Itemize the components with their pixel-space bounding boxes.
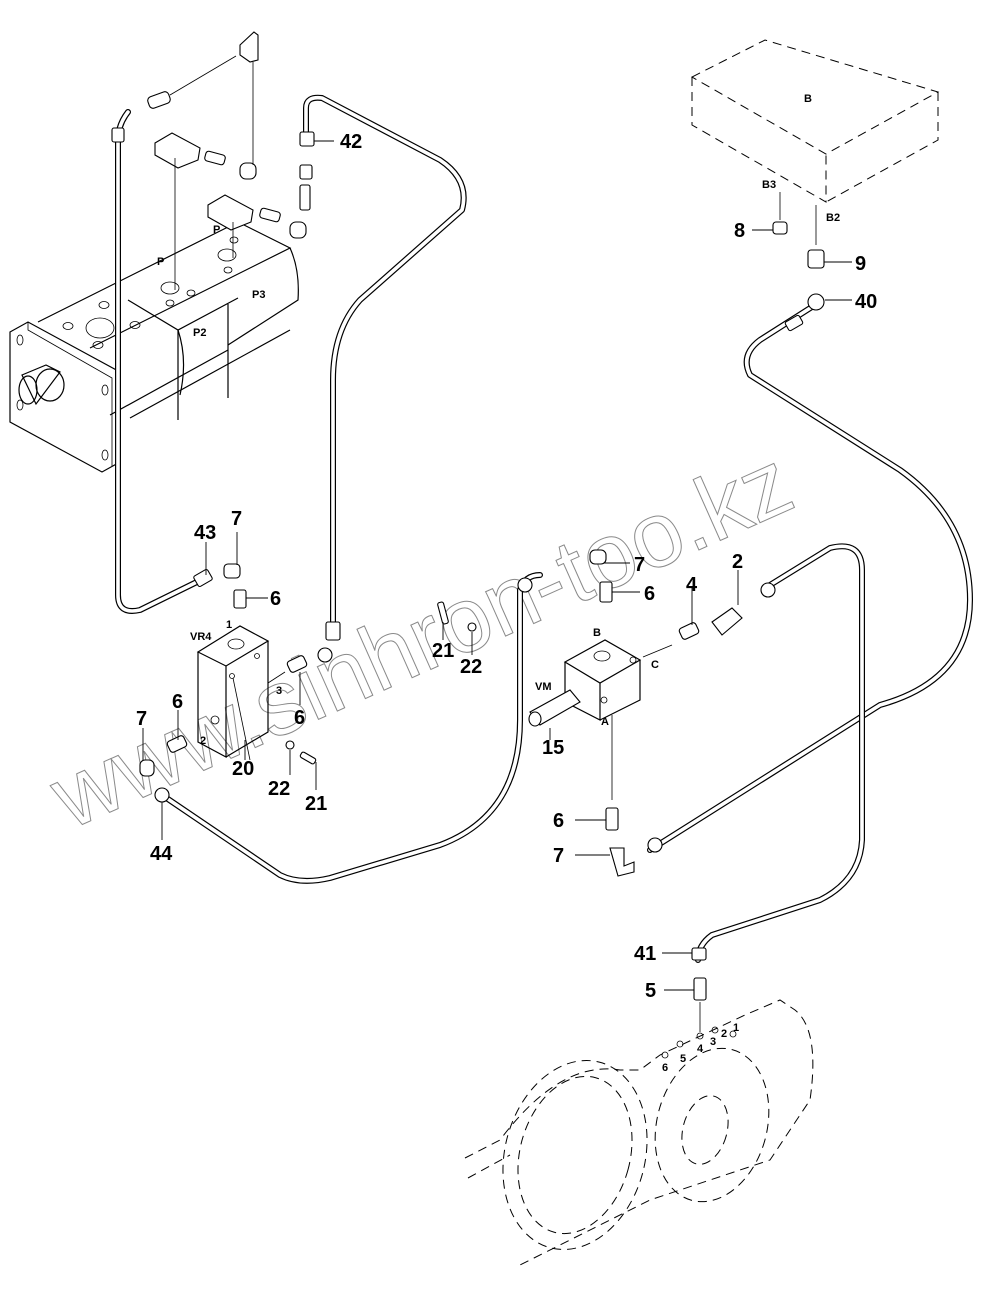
callout-21: 21 bbox=[432, 640, 454, 662]
block-port-b2: B2 bbox=[826, 212, 840, 224]
vr4-port-1: 1 bbox=[226, 619, 232, 631]
callout-6: 6 bbox=[294, 707, 305, 729]
callout-41: 41 bbox=[634, 943, 656, 965]
valve-vm: VM B C A bbox=[437, 549, 743, 877]
callout-22: 22 bbox=[460, 656, 482, 678]
callout-7: 7 bbox=[231, 508, 242, 530]
callout-22: 22 bbox=[268, 778, 290, 800]
callout-21: 21 bbox=[305, 793, 327, 815]
housing-port-1: 1 bbox=[733, 1022, 739, 1034]
callout-leaders bbox=[142, 140, 852, 991]
callout-42: 42 bbox=[340, 131, 362, 153]
pump-port-p2: P bbox=[213, 224, 220, 236]
callout-7: 7 bbox=[634, 554, 645, 576]
callout-6: 6 bbox=[172, 691, 183, 713]
callout-6: 6 bbox=[553, 810, 564, 832]
callout-2: 2 bbox=[732, 551, 743, 573]
vm-port-b: B bbox=[593, 627, 601, 639]
vr4-label: VR4 bbox=[190, 631, 212, 643]
vr4-port-3: 3 bbox=[276, 685, 282, 697]
callout-20: 20 bbox=[232, 758, 254, 780]
callout-5: 5 bbox=[645, 980, 656, 1002]
callout-7: 7 bbox=[553, 845, 564, 867]
watermark-text: www.sinhron-too.kz bbox=[36, 431, 807, 849]
callout-8: 8 bbox=[734, 220, 745, 242]
watermark: www.sinhron-too.kz bbox=[35, 430, 807, 849]
transmission-housing: 1 2 3 4 5 6 bbox=[464, 977, 814, 1266]
housing-port-2: 2 bbox=[721, 1028, 727, 1040]
callout-44: 44 bbox=[150, 843, 173, 865]
block-b-label: B bbox=[804, 93, 812, 105]
callout-6: 6 bbox=[644, 583, 655, 605]
callout-15: 15 bbox=[542, 737, 564, 759]
housing-port-6: 6 bbox=[662, 1062, 668, 1074]
vm-port-a: A bbox=[601, 716, 609, 728]
pump-section-p2: P2 bbox=[193, 327, 206, 339]
housing-port-5: 5 bbox=[680, 1053, 686, 1065]
pump-port-p1: P bbox=[157, 256, 164, 268]
callout-40: 40 bbox=[855, 291, 877, 313]
housing-port-4: 4 bbox=[697, 1043, 704, 1055]
callout-6: 6 bbox=[270, 588, 281, 610]
hydraulic-pump: P P P2 P3 bbox=[9, 31, 313, 473]
callout-numbers: 42 8 9 40 43 7 6 6 6 7 20 22 21 44 21 22… bbox=[136, 131, 877, 1002]
vm-port-c: C bbox=[651, 659, 659, 671]
callout-7: 7 bbox=[136, 708, 147, 730]
callout-43: 43 bbox=[194, 522, 216, 544]
vr4-port-2: 2 bbox=[200, 735, 206, 747]
block-port-b3: B3 bbox=[762, 179, 776, 191]
pump-section-p3: P3 bbox=[252, 289, 265, 301]
callout-9: 9 bbox=[855, 253, 866, 275]
valve-vr4: VR4 1 2 3 bbox=[139, 563, 317, 777]
vm-label: VM bbox=[535, 681, 552, 693]
hydraulic-block-b: B B3 B2 bbox=[690, 39, 940, 269]
hoses bbox=[111, 94, 973, 963]
housing-port-3: 3 bbox=[710, 1036, 716, 1048]
callout-4: 4 bbox=[686, 574, 698, 596]
